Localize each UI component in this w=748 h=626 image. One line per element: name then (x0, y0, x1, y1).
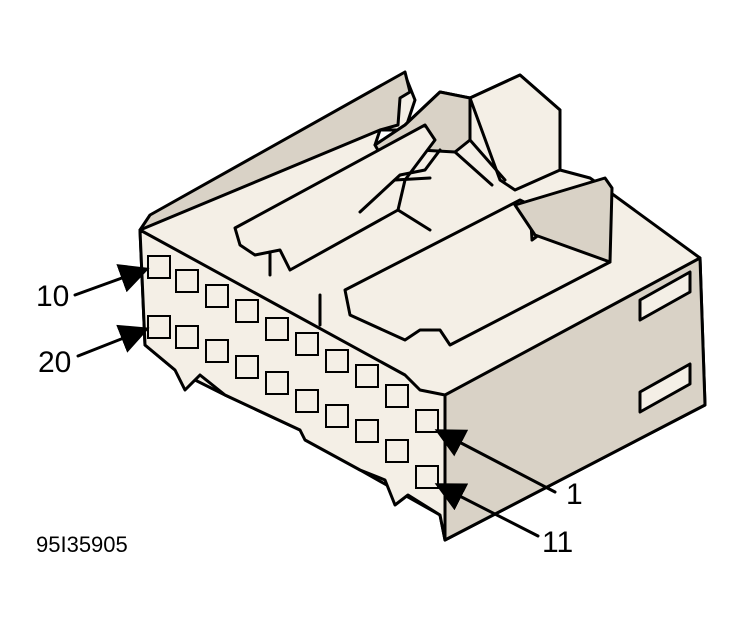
cavity-18 (205, 339, 229, 363)
cavity-7 (235, 299, 259, 323)
cavity-11 (415, 465, 439, 489)
label-pin-1: 1 (566, 478, 583, 511)
cavity-17 (235, 355, 259, 379)
leader-pin-11 (434, 483, 540, 538)
cavity-13 (355, 419, 379, 443)
cavity-19 (175, 325, 199, 349)
figure-id: 95I35905 (36, 532, 128, 557)
connector-front-face (138, 228, 447, 542)
cavity-16 (265, 371, 289, 395)
cavity-6 (265, 317, 289, 341)
cavity-2 (385, 384, 409, 408)
cavity-3 (355, 364, 379, 388)
cavity-14 (325, 404, 349, 428)
cavity-4 (325, 349, 349, 373)
label-pin-11: 11 (542, 526, 573, 559)
cavity-8 (205, 284, 229, 308)
label-pin-20: 20 (38, 346, 71, 379)
cavity-15 (295, 389, 319, 413)
label-pin-10: 10 (36, 280, 69, 313)
cavity-9 (175, 269, 199, 293)
callout-leaders (73, 264, 557, 538)
cavity-12 (385, 439, 409, 463)
leader-pin-10 (73, 264, 150, 297)
cavity-1 (415, 409, 439, 433)
cavity-5 (295, 332, 319, 356)
leader-pin-20 (76, 324, 150, 358)
leader-pin-1 (434, 429, 557, 494)
